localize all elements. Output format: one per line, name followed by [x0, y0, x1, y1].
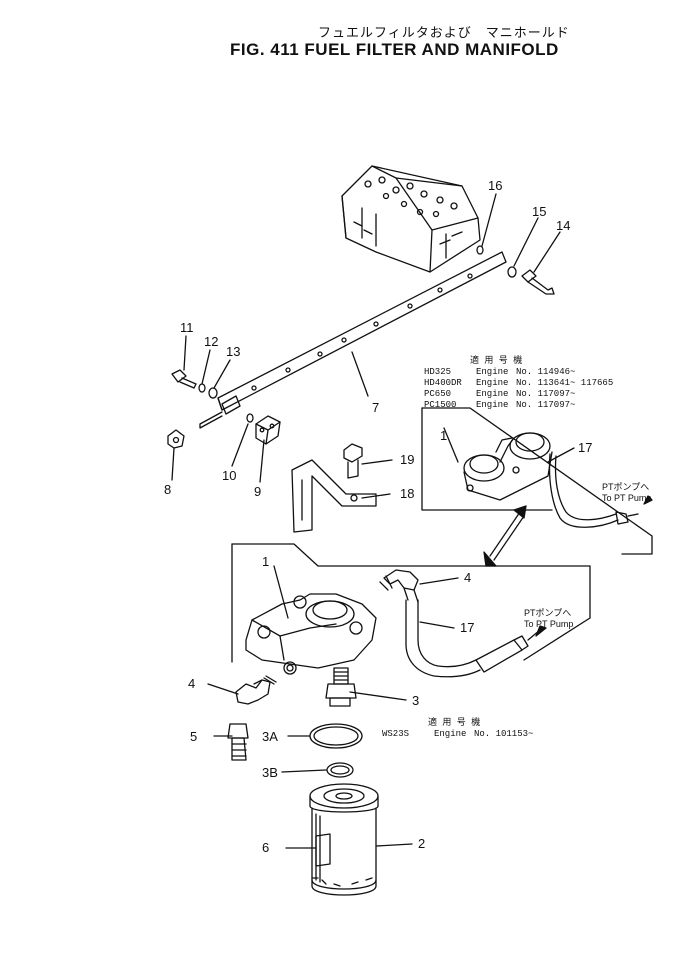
callout-1-upper: 1: [440, 428, 447, 443]
engine-block: [341, 165, 481, 273]
oring-3B: [326, 762, 354, 778]
callout-19: 19: [400, 452, 414, 467]
callout-7: 7: [372, 400, 379, 415]
filter-head: [245, 593, 377, 675]
callout-14: 14: [556, 218, 570, 233]
callout-18: 18: [400, 486, 414, 501]
elbow-4: [235, 675, 277, 705]
bracket-18: [291, 459, 377, 533]
filter-cartridge: [309, 783, 379, 896]
callout-9: 9: [254, 484, 261, 499]
inset-lower-frame: [231, 543, 591, 663]
fitting-5: [227, 723, 249, 761]
link-arrow: [483, 505, 527, 567]
connector-tube: [199, 411, 223, 429]
applicability-header: 適 用 号 機: [470, 356, 523, 366]
callout-4: 4: [188, 676, 195, 691]
manifold-bar: [217, 251, 507, 415]
figure-title: FIG. 411 FUEL FILTER AND MANIFOLD: [230, 40, 559, 59]
oring-13: [208, 387, 218, 399]
callout-17: 17: [460, 620, 474, 635]
callout-10: 10: [222, 468, 236, 483]
nipple-3: [325, 667, 357, 707]
hose-lower: [405, 599, 529, 678]
title-japanese: フュエルフィルタおよび マニホールド: [318, 25, 570, 40]
inset-filter-head: [463, 432, 553, 501]
arrow-upper: [643, 495, 653, 505]
callout-16: 16: [488, 178, 502, 193]
callout-17-upper: 17: [578, 440, 592, 455]
callout-8: 8: [164, 482, 171, 497]
callout-3B: 3B: [262, 765, 278, 780]
pt-pump-label-upper: PTポンプへ To PT Pump: [602, 482, 652, 503]
block-9: [255, 415, 281, 445]
oring-16: [476, 245, 484, 255]
callout-15: 15: [532, 204, 546, 219]
bolt-11: [171, 369, 197, 389]
callout-12: 12: [204, 334, 218, 349]
pt-pump-label-lower: PTポンプへ To PT Pump: [524, 608, 574, 629]
elbow-4-upper: [379, 569, 419, 603]
inset-upper-frame: [421, 407, 653, 555]
callout-4-upper: 4: [464, 570, 471, 585]
bolt-14: [521, 269, 555, 295]
callout-3A: 3A: [262, 729, 278, 744]
callout-1: 1: [262, 554, 269, 569]
callout-2: 2: [418, 836, 425, 851]
nut-8: [167, 429, 185, 449]
washer-12: [198, 383, 206, 393]
washer-15: [507, 266, 517, 278]
callout-3: 3: [412, 693, 419, 708]
bolt-19: [343, 443, 363, 479]
callout-11: 11: [180, 320, 194, 335]
applicability-header: 適 用 号 機: [428, 718, 481, 728]
callout-13: 13: [226, 344, 240, 359]
inset-hose: [548, 453, 639, 528]
gasket-3A: [309, 723, 363, 749]
callout-5: 5: [190, 729, 197, 744]
oring-10: [246, 413, 254, 423]
callout-6: 6: [262, 840, 269, 855]
